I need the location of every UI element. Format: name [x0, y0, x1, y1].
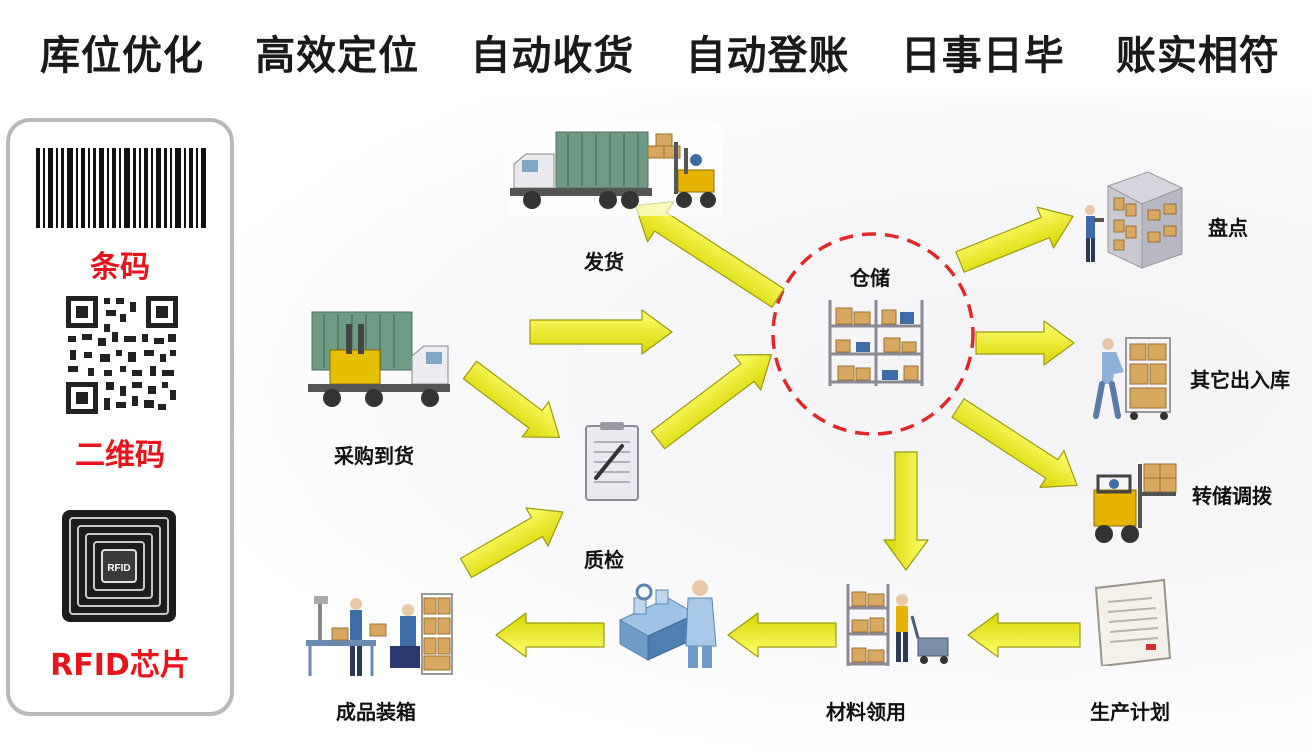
label-transfer: 转储调拨 — [1192, 484, 1272, 508]
rfid-chip-text: RFID — [107, 563, 130, 574]
label-material: 材料领用 — [826, 700, 906, 724]
worker-icon — [1093, 337, 1171, 420]
label-other-io: 其它出入库 — [1190, 368, 1290, 392]
label-shipping: 发货 — [584, 250, 624, 274]
forklift-icon — [308, 311, 450, 407]
label-purchase: 采购到货 — [334, 444, 414, 468]
document-icon — [1094, 578, 1172, 666]
slogan-daily-close: 日事日毕 — [900, 33, 1065, 79]
qrcode-label: 二维码 — [75, 438, 165, 473]
qrcode-icon — [64, 294, 180, 416]
shelf-icon — [846, 584, 949, 666]
warehouse-ring — [771, 232, 975, 436]
label-inspection: 质检 — [584, 548, 624, 572]
arrow-warehouse-to-material — [883, 451, 929, 571]
worker-icon — [306, 593, 453, 676]
label-warehouse: 仓储 — [850, 266, 890, 290]
forklift-icon — [1093, 463, 1177, 543]
arrow-material-to-machine — [727, 612, 837, 658]
arrow-plan-to-material — [967, 612, 1081, 658]
arrow-purchase-to-inspection — [462, 360, 561, 439]
label-packing: 成品装箱 — [336, 700, 416, 724]
clipboard-icon — [585, 422, 639, 501]
arrow-inspection-to-warehouse — [650, 353, 773, 450]
slogan-location-optimize: 库位优化 — [40, 33, 204, 79]
arrow-warehouse-to-transfer — [951, 398, 1078, 489]
rfid-chip-icon: RFID — [62, 510, 176, 622]
barcode-label: 条码 — [90, 250, 150, 285]
slogan-accounts-match: 账实相符 — [1115, 33, 1280, 79]
arrow-purchase-to-warehouse — [529, 309, 673, 355]
arrow-warehouse-to-stocktake — [955, 206, 1074, 273]
worker-icon — [1085, 171, 1184, 269]
arrow-packing-to-inspection — [459, 507, 564, 579]
slogan-bar: 库位优化 高效定位 自动收货 自动登账 日事日毕 账实相符 — [40, 22, 1280, 82]
technology-panel: 条码 二维码 — [6, 118, 234, 716]
slogan-auto-receiving: 自动收货 — [470, 33, 635, 79]
slogan-auto-booking: 自动登账 — [685, 33, 850, 79]
shelf-icon — [828, 300, 924, 386]
arrow-machine-to-packing — [495, 612, 605, 658]
arrow-warehouse-to-other-io — [975, 320, 1075, 366]
truck-icon — [508, 124, 722, 216]
machine-icon — [618, 580, 717, 668]
rfid-label: RFID芯片 — [50, 648, 190, 683]
barcode-icon — [32, 146, 210, 230]
label-plan: 生产计划 — [1090, 700, 1170, 724]
slogan-efficient-positioning: 高效定位 — [255, 33, 420, 79]
label-stocktake: 盘点 — [1208, 216, 1248, 240]
